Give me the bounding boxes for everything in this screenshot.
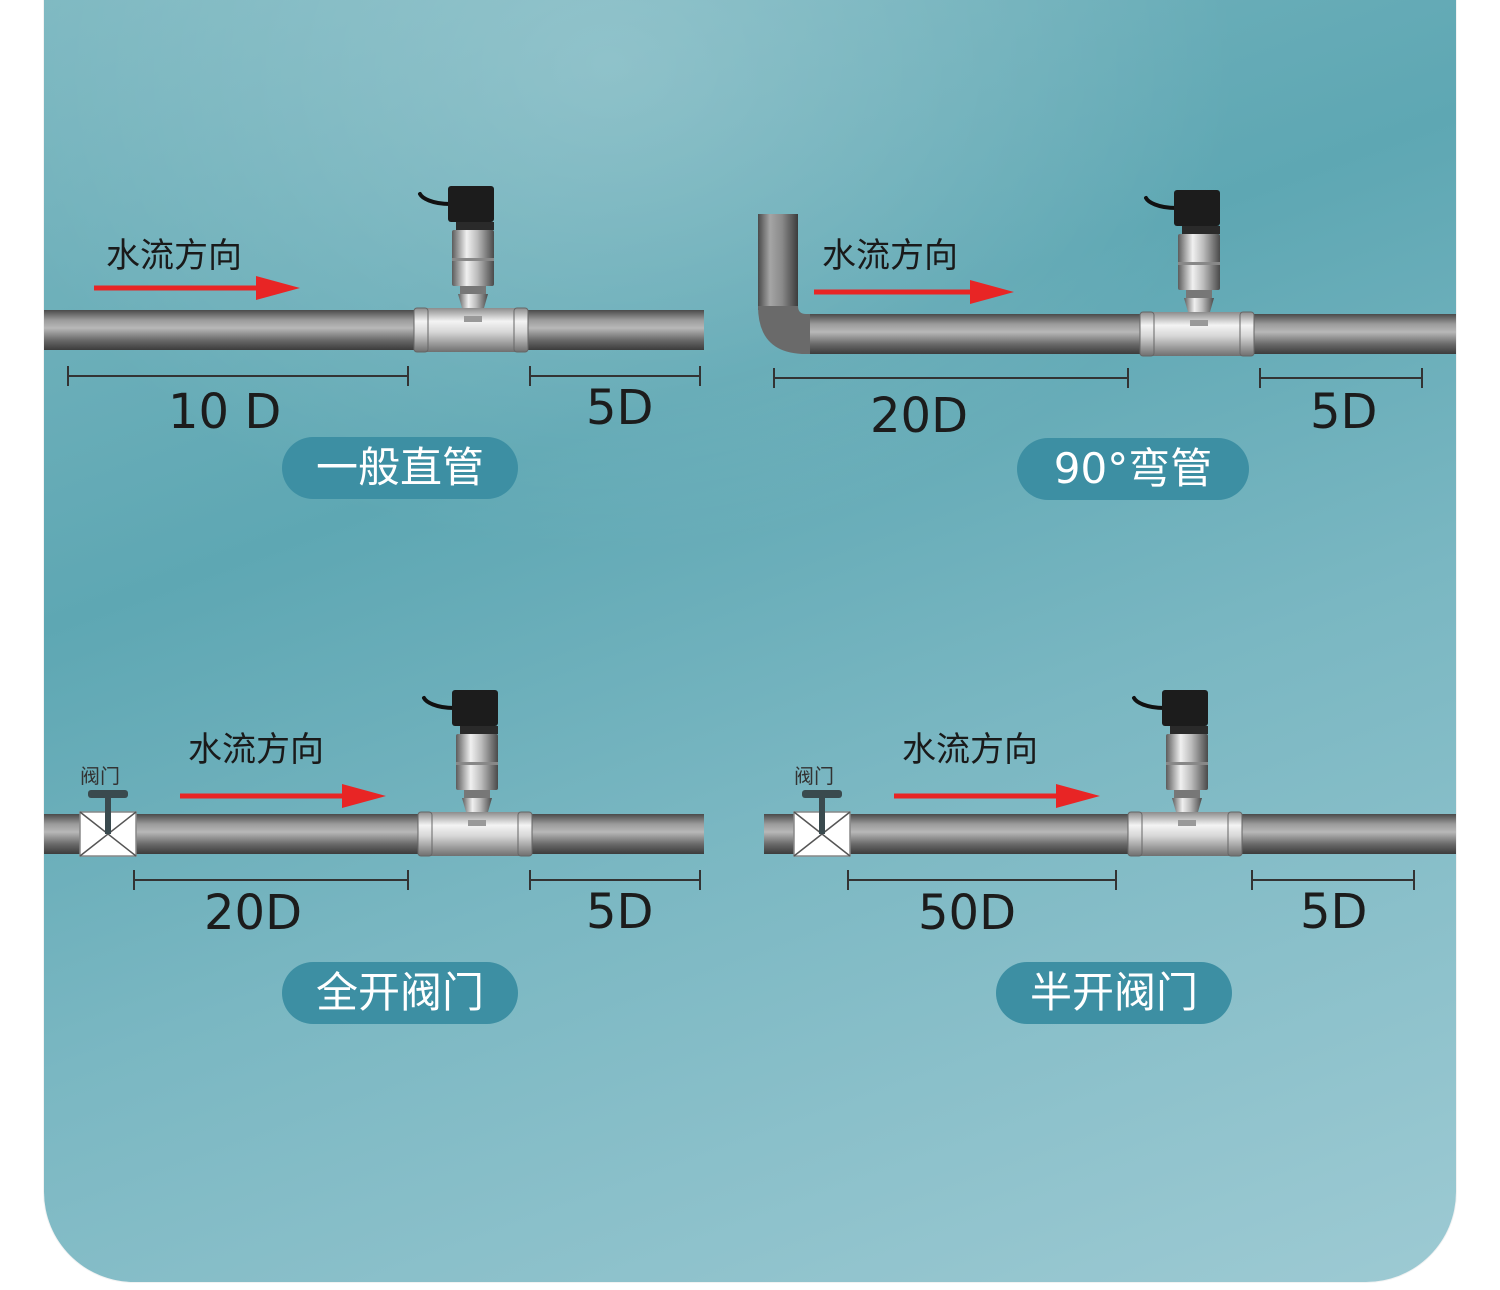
scenario-title-badge: 一般直管 bbox=[282, 437, 518, 499]
flow-direction-arrow bbox=[180, 784, 386, 808]
flow-direction-label: 水流方向 bbox=[106, 236, 242, 276]
downstream-length-label: 5D bbox=[586, 884, 654, 940]
dimension-line bbox=[67, 366, 409, 386]
flow-direction-label: 水流方向 bbox=[822, 236, 958, 276]
upstream-length-label: 20D bbox=[204, 885, 303, 941]
flowmeter-sensor bbox=[1138, 188, 1256, 358]
upstream-length-label: 10 D bbox=[168, 384, 282, 440]
flowmeter-sensor bbox=[412, 184, 530, 354]
flow-direction-arrow bbox=[94, 276, 300, 300]
dimension-line bbox=[133, 870, 409, 890]
pipe-segment bbox=[44, 310, 704, 350]
pipe-segment bbox=[44, 814, 704, 854]
flow-direction-label: 水流方向 bbox=[188, 730, 324, 770]
dimension-line bbox=[1251, 870, 1415, 890]
pipe-segment bbox=[810, 314, 1456, 354]
flowmeter-sensor bbox=[416, 688, 534, 858]
scenario-title-badge: 全开阀门 bbox=[282, 962, 518, 1024]
valve-label: 阀门 bbox=[80, 764, 120, 788]
scenario-title-badge: 90°弯管 bbox=[1017, 438, 1249, 500]
valve-icon bbox=[793, 790, 851, 857]
downstream-length-label: 5D bbox=[1300, 884, 1368, 940]
flowmeter-sensor bbox=[1126, 688, 1244, 858]
dimension-line bbox=[773, 368, 1129, 388]
upstream-length-label: 20D bbox=[870, 388, 969, 444]
upstream-length-label: 50D bbox=[918, 885, 1017, 941]
pipe-segment bbox=[764, 814, 1456, 854]
scenario-title-badge: 半开阀门 bbox=[996, 962, 1232, 1024]
flow-direction-label: 水流方向 bbox=[902, 730, 1038, 770]
downstream-length-label: 5D bbox=[586, 380, 654, 436]
elbow-pipe bbox=[758, 214, 814, 354]
downstream-length-label: 5D bbox=[1310, 384, 1378, 440]
dimension-line bbox=[847, 870, 1117, 890]
diagram-panel: 水流方向 10 D 5D 一般直管 水流方向 20D 5D 90°弯管 阀门 水… bbox=[44, 0, 1456, 1282]
installation-diagram bbox=[44, 184, 1456, 890]
flow-direction-arrow bbox=[814, 280, 1014, 304]
dimension-line bbox=[529, 870, 701, 890]
valve-label: 阀门 bbox=[794, 764, 834, 788]
valve-icon bbox=[79, 790, 137, 857]
dimension-line bbox=[1259, 368, 1423, 388]
flow-direction-arrow bbox=[894, 784, 1100, 808]
dimension-line bbox=[529, 366, 701, 386]
